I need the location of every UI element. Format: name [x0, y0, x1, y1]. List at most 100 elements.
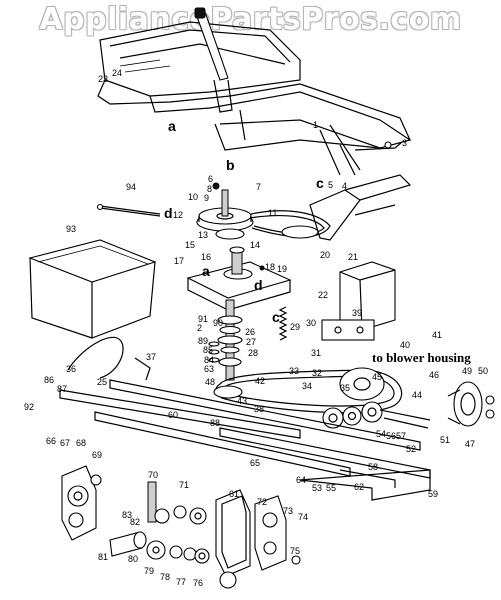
letter-d-mid: d — [254, 277, 263, 293]
callout-15: 15 — [185, 240, 195, 250]
callout-84: 84 — [204, 355, 214, 365]
callout-94: 94 — [126, 182, 136, 192]
callout-74: 74 — [298, 512, 308, 522]
callout-52: 52 — [406, 444, 416, 454]
callout-32: 32 — [312, 368, 322, 378]
callout-27: 27 — [246, 337, 256, 347]
callout-92: 92 — [24, 402, 34, 412]
drive-belt-33 — [213, 367, 403, 414]
callout-72: 72 — [257, 497, 267, 507]
callout-86: 86 — [44, 375, 54, 385]
callout-60: 60 — [168, 410, 178, 420]
callout-23: 23 — [98, 74, 108, 84]
callout-58: 58 — [368, 462, 378, 472]
callout-14: 14 — [250, 240, 260, 250]
callout-80: 80 — [128, 554, 138, 564]
callout-7: 7 — [256, 182, 261, 192]
vertical-shaft-stack — [208, 299, 288, 381]
callout-85: 85 — [203, 345, 213, 355]
callout-3: 3 — [402, 138, 407, 148]
letter-a-mid: a — [202, 263, 210, 279]
circled-50 — [219, 571, 237, 589]
callout-39: 39 — [352, 308, 362, 318]
callout-69: 69 — [92, 450, 102, 460]
callout-73: 73 — [283, 506, 293, 516]
letter-c-top: c — [316, 175, 324, 191]
callout-76: 76 — [193, 578, 203, 588]
callout-34: 34 — [302, 381, 312, 391]
callout-8: 8 — [207, 184, 212, 194]
callout-89: 89 — [198, 336, 208, 346]
callout-1: 1 — [313, 120, 318, 130]
callout-28: 28 — [248, 348, 258, 358]
callout-38: 38 — [254, 404, 264, 414]
callout-10: 10 — [188, 192, 198, 202]
callout-33: 33 — [289, 366, 299, 376]
callout-59: 59 — [428, 489, 438, 499]
callout-78: 78 — [160, 572, 170, 582]
callout-83: 83 — [122, 510, 132, 520]
callout-67: 67 — [60, 438, 70, 448]
callout-25: 25 — [97, 377, 107, 387]
callout-57: 57 — [396, 431, 406, 441]
callout-45: 45 — [372, 372, 382, 382]
hopper-93 — [28, 239, 157, 339]
callout-36: 36 — [66, 364, 76, 374]
callout-44: 44 — [412, 390, 422, 400]
callout-49: 49 — [462, 366, 472, 376]
pulley-stack-upper — [196, 182, 331, 240]
callout-93: 93 — [66, 224, 76, 234]
callout-9: 9 — [204, 193, 209, 203]
letter-d-top: d — [164, 205, 173, 221]
pulley-cluster — [322, 381, 495, 429]
callout-16: 16 — [201, 252, 211, 262]
callout-75: 75 — [290, 546, 300, 556]
callout-11: 11 — [268, 208, 277, 218]
callout-40: 40 — [400, 340, 410, 350]
cable-94 — [96, 203, 161, 217]
callout-41: 41 — [432, 330, 442, 340]
callout-2: 2 — [197, 323, 202, 333]
callout-12: 12 — [173, 210, 183, 220]
callout-labels: 1 2 3 4 5 6 7 8 9 10 11 12 13 14 15 16 1… — [24, 68, 488, 588]
callout-17: 17 — [174, 256, 184, 266]
callout-21: 21 — [348, 252, 358, 262]
blower-housing-note: to blower housing — [372, 350, 471, 365]
callout-18: 18 — [265, 262, 275, 272]
callout-66: 66 — [46, 436, 56, 446]
letter-a-top: a — [168, 118, 176, 134]
callout-31: 31 — [311, 348, 321, 358]
callout-87: 87 — [57, 384, 67, 394]
callout-88: 88 — [210, 418, 220, 428]
callout-53: 53 — [312, 483, 322, 493]
callout-24: 24 — [112, 68, 122, 78]
callout-64: 64 — [296, 475, 306, 485]
callout-91: 91 — [198, 314, 208, 324]
callout-5: 5 — [328, 180, 333, 190]
callout-50: 50 — [478, 366, 488, 376]
callout-13: 13 — [198, 230, 208, 240]
callout-71: 71 — [179, 480, 189, 490]
callout-30: 30 — [306, 318, 316, 328]
callout-68: 68 — [76, 438, 86, 448]
callout-55: 55 — [326, 483, 336, 493]
shaft-gear-assembly — [109, 481, 301, 588]
callout-22: 22 — [318, 290, 328, 300]
callout-37: 37 — [146, 352, 156, 362]
top-frame-assembly — [97, 7, 412, 176]
letter-c-mid: c — [272, 309, 280, 325]
callout-29: 29 — [290, 322, 300, 332]
callout-35: 35 — [340, 383, 350, 393]
callout-90: 90 — [213, 318, 223, 328]
callout-70: 70 — [148, 470, 158, 480]
callout-48: 48 — [205, 377, 215, 387]
bracket-20 — [309, 174, 412, 241]
callout-42: 42 — [255, 376, 265, 386]
reference-letters: a b c d a d c — [164, 118, 324, 325]
callout-54: 54 — [376, 429, 386, 439]
callout-51: 51 — [440, 435, 450, 445]
callout-61: 61 — [229, 489, 239, 499]
callout-20: 20 — [320, 250, 330, 260]
callout-43: 43 — [237, 396, 247, 406]
